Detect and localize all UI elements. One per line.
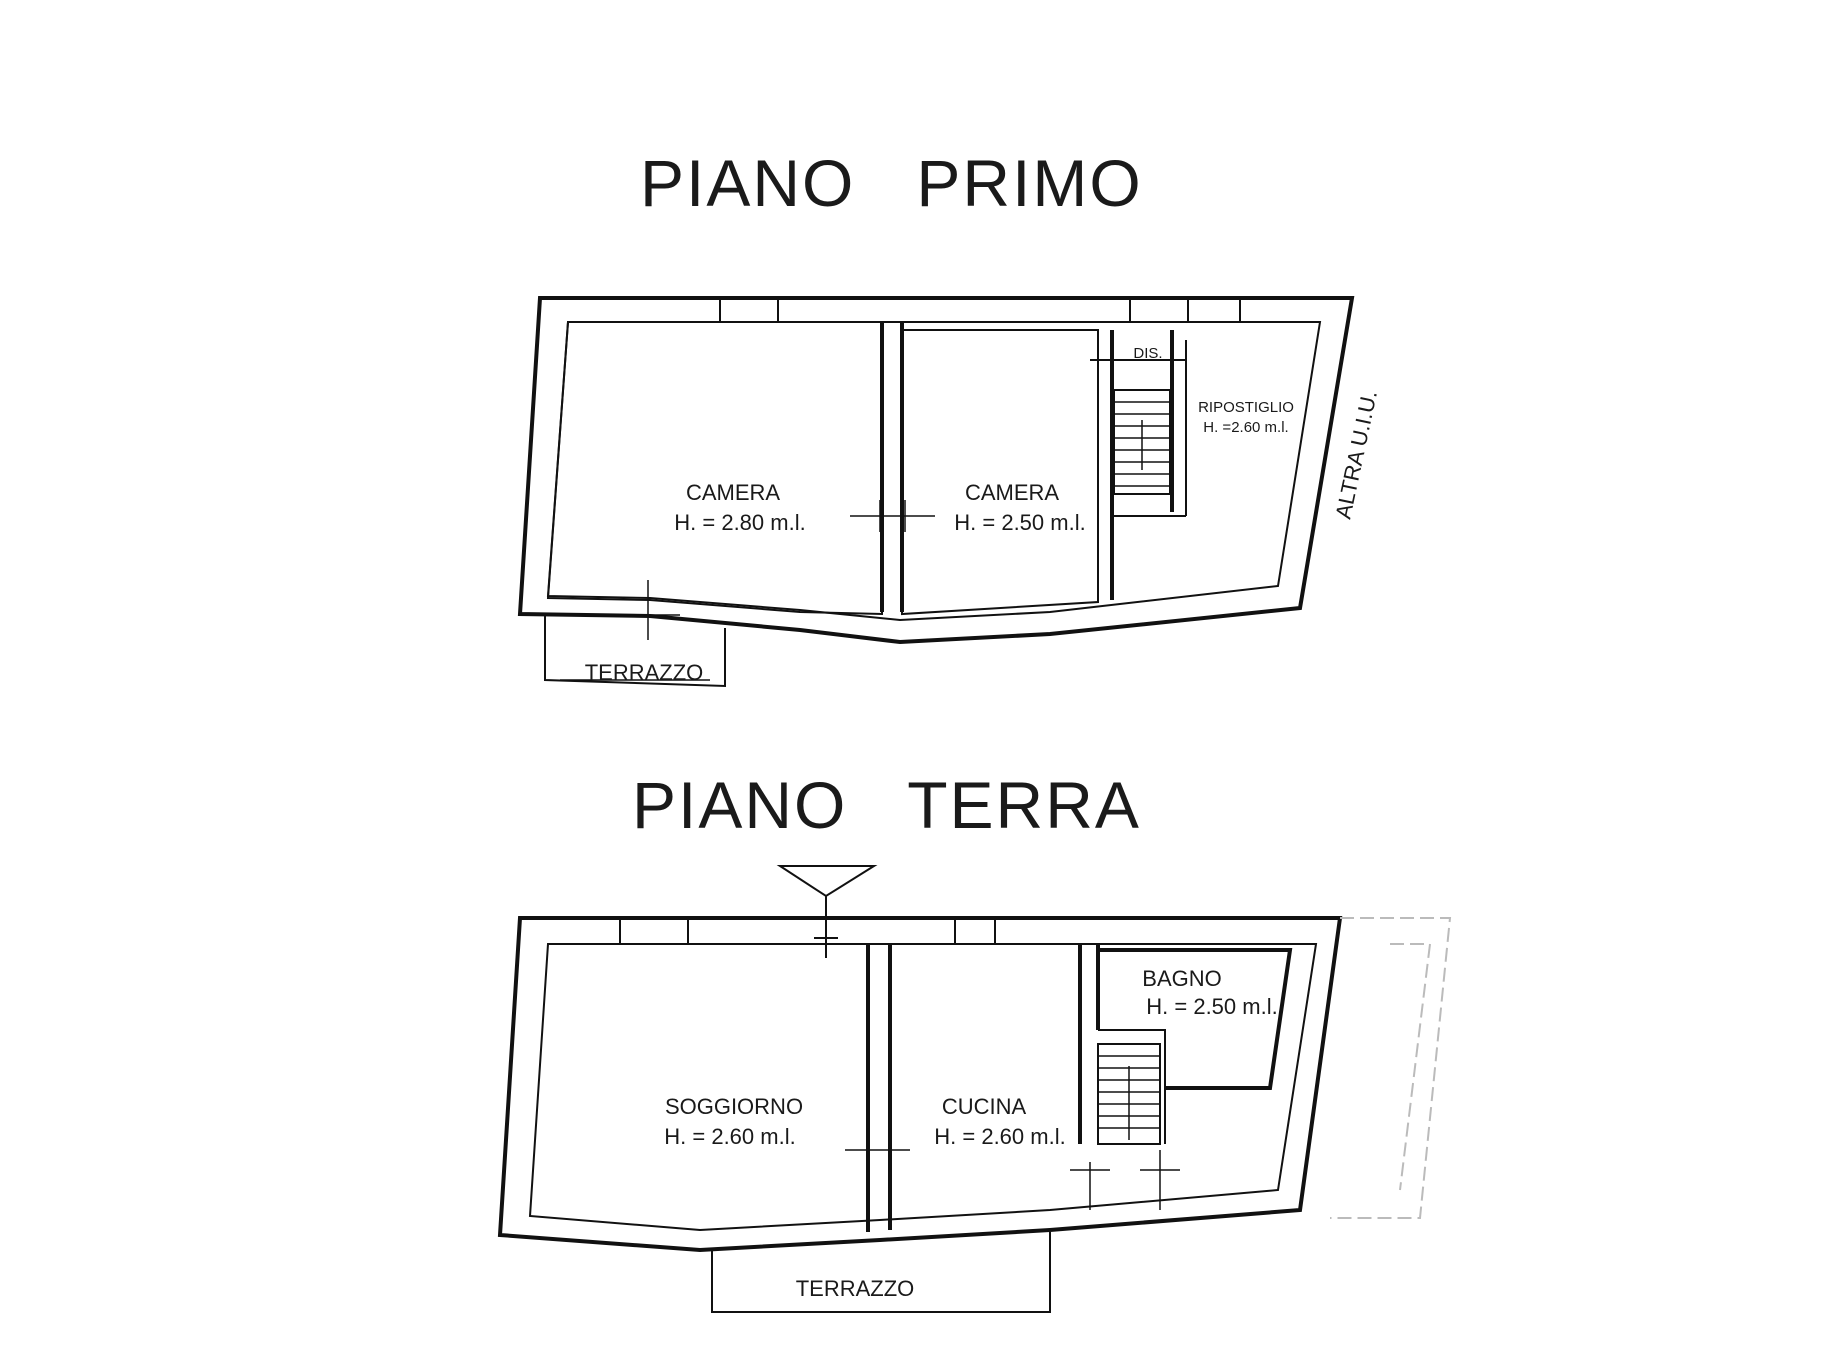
- room-camera-2-outline: [901, 329, 1099, 616]
- room-camera-2-height: H. = 2.50 m.l.: [954, 510, 1085, 535]
- room-bagno-height: H. = 2.50 m.l.: [1146, 994, 1277, 1019]
- bagno-inner: [1098, 1029, 1166, 1144]
- first-floor-terrace-outline: [544, 614, 726, 688]
- first-floor-inner-wall: [546, 321, 1322, 622]
- first-floor-outer-wall: [517, 296, 1355, 645]
- room-camera-1-name: CAMERA: [686, 480, 780, 505]
- first-floor-terrace-label: TERRAZZO: [585, 660, 704, 685]
- room-camera-1-height: H. = 2.80 m.l.: [674, 510, 805, 535]
- ground-floor-title: PIANO TERRA: [632, 768, 1141, 842]
- stair-ground-floor: [1097, 1043, 1161, 1145]
- room-soggiorno-name: SOGGIORNO: [665, 1094, 803, 1119]
- door-terrace: [620, 580, 680, 640]
- ground-floor-terrace-label: TERRAZZO: [796, 1276, 915, 1301]
- door-bagno: [1140, 1150, 1180, 1210]
- door-soggiorno-cucina: [845, 1128, 910, 1172]
- room-ripostiglio-height: H. =2.60 m.l.: [1203, 419, 1288, 436]
- ground-floor-terrace-outline: [711, 1232, 1051, 1313]
- room-ripostiglio-name: RIPOSTIGLIO: [1198, 399, 1294, 416]
- adjacent-unit-label: ALTRA U.I.U.: [1330, 388, 1382, 521]
- door-camera-camera: [850, 500, 935, 532]
- room-dis-name: DIS.: [1133, 345, 1162, 362]
- entrance-door: [814, 896, 838, 958]
- room-cucina-name: CUCINA: [942, 1094, 1027, 1119]
- ground-floor-windows: [619, 918, 996, 944]
- bagno-outline: [1098, 948, 1293, 1090]
- ground-floor-partition-1: [866, 944, 892, 1232]
- adjacent-unit-ghost-wall: [1330, 917, 1452, 1219]
- first-floor-plan: CAMERA H. = 2.80 m.l. CAMERA H. = 2.50 m…: [517, 296, 1382, 688]
- first-floor-title: PIANO PRIMO: [640, 146, 1143, 220]
- ground-floor-plan: SOGGIORNO H. = 2.60 m.l. CUCINA H. = 2.6…: [497, 865, 1452, 1313]
- room-soggiorno-height: H. = 2.60 m.l.: [664, 1124, 795, 1149]
- room-camera-1-outline: [546, 321, 883, 616]
- adjacent-unit-ghost-inner: [1390, 943, 1432, 1191]
- door-stair: [1070, 1162, 1110, 1210]
- first-floor-partition-1: [880, 322, 904, 612]
- room-cucina-height: H. = 2.60 m.l.: [934, 1124, 1065, 1149]
- room-bagno-name: BAGNO: [1142, 966, 1221, 991]
- ground-floor-partition-2: [1078, 944, 1100, 1144]
- stair-first-floor: [1113, 389, 1171, 495]
- ground-floor-inner-wall: [528, 943, 1318, 1232]
- ground-floor-outer-wall: [497, 916, 1343, 1253]
- entrance-arrow-icon: [776, 865, 878, 898]
- first-floor-windows: [719, 298, 1241, 322]
- room-camera-2-name: CAMERA: [965, 480, 1059, 505]
